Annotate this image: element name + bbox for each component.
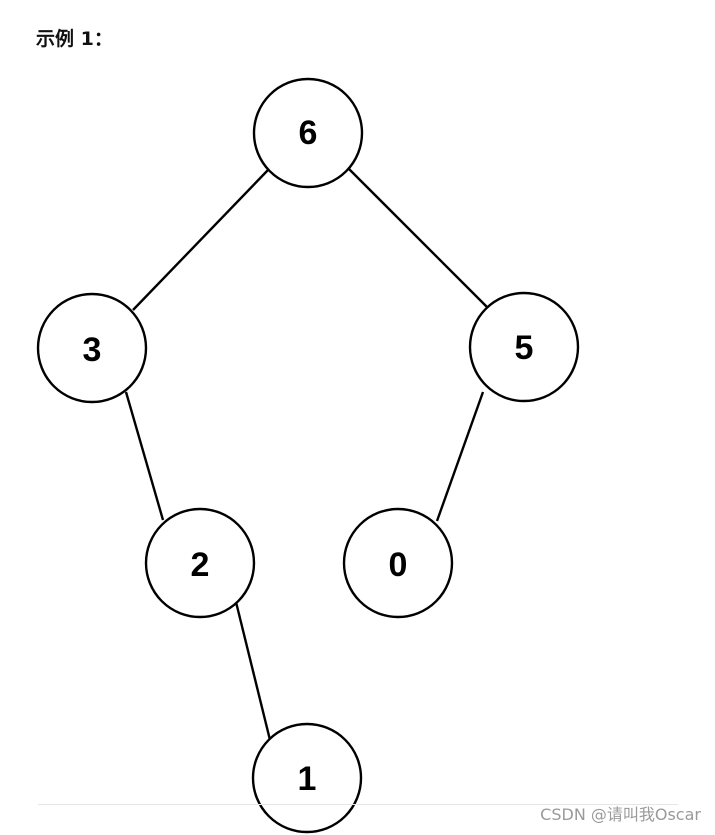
tree-node-1: 1 [251, 722, 363, 834]
tree-node-2: 2 [144, 507, 256, 619]
edge-6-5 [347, 167, 489, 309]
tree-node-6: 6 [252, 77, 364, 189]
node-label-5: 5 [515, 329, 534, 367]
node-label-6: 6 [299, 114, 318, 152]
edge-3-2 [124, 391, 165, 521]
watermark: CSDN @请叫我Oscar [540, 805, 701, 824]
edge-5-0 [435, 391, 485, 522]
node-label-1: 1 [298, 760, 317, 798]
tree-nodes: 6 3 5 2 0 1 [36, 77, 580, 834]
bottom-divider [38, 804, 678, 805]
edge-2-1 [234, 601, 272, 741]
tree-node-3: 3 [36, 292, 148, 404]
tree-node-5: 5 [468, 291, 580, 403]
node-label-2: 2 [191, 546, 210, 584]
example-heading: 示例 1： [36, 28, 113, 50]
node-label-0: 0 [389, 546, 408, 584]
edge-6-3 [132, 169, 269, 311]
tree-edges [124, 167, 489, 741]
tree-node-0: 0 [342, 507, 454, 619]
node-label-3: 3 [83, 331, 102, 369]
